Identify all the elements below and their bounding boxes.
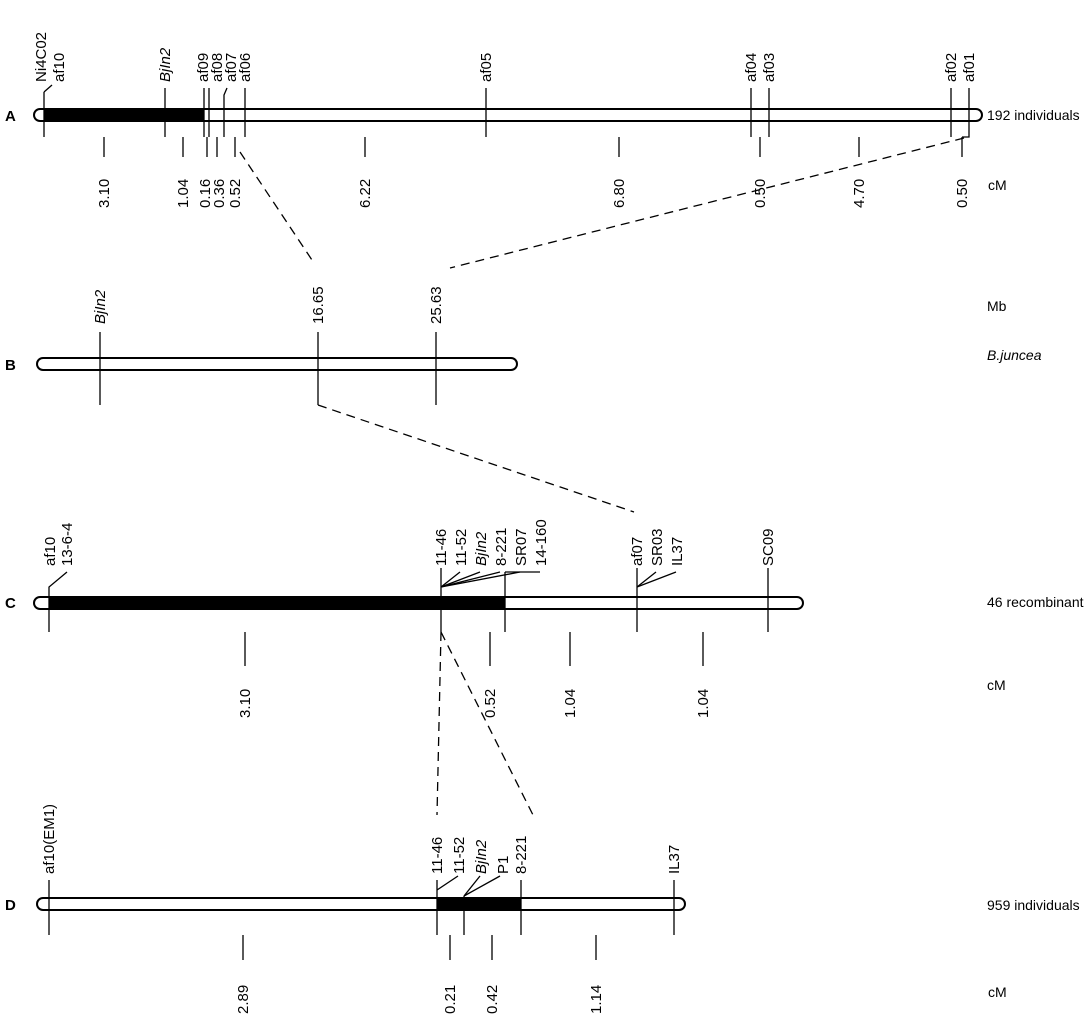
- distance-label: 6.22: [357, 179, 374, 208]
- marker-label: af06: [237, 53, 254, 82]
- marker-label: 14-160: [533, 519, 550, 566]
- marker-label: af07: [223, 53, 240, 82]
- panel-a-letter: A: [5, 108, 16, 125]
- marker-label: BjIn2: [92, 289, 109, 324]
- tick-af07: [223, 87, 228, 137]
- distance-label: 0.50: [954, 179, 971, 208]
- panel-d-letter: D: [5, 897, 16, 914]
- panel-d-distance-labels: 2.89 0.21 0.42 1.14: [235, 985, 605, 1014]
- position-label: 16.65: [310, 286, 327, 324]
- panel-d-population: 959 individuals: [987, 897, 1080, 913]
- panel-a-distance-ticks: [103, 137, 963, 157]
- marker-label: af01: [961, 53, 978, 82]
- marker-label: af09: [195, 53, 212, 82]
- marker-label: af07: [629, 537, 646, 566]
- leader-af10: [43, 84, 53, 93]
- marker-label: SR03: [649, 528, 666, 566]
- panel-a-marker-ticks: [43, 84, 970, 138]
- panel-c-distance-labels: 3.10 0.52 1.04 1.04: [237, 689, 712, 718]
- marker-label: af08: [209, 53, 226, 82]
- panel-b-unit: Mb: [987, 298, 1007, 314]
- marker-label: af03: [761, 53, 778, 82]
- distance-label: 2.89: [235, 985, 252, 1014]
- panel-c-unit: cM: [987, 677, 1006, 693]
- connector-a-b: [239, 137, 965, 269]
- panel-d-target-region: [437, 899, 521, 909]
- panel-b-species: B.juncea: [987, 347, 1042, 363]
- position-label: 25.63: [428, 286, 445, 324]
- marker-label: Ni4C02: [33, 32, 50, 82]
- panel-a-chromosome-bar: [33, 108, 983, 122]
- panel-c-distance-ticks: [244, 632, 704, 666]
- distance-label: 1.14: [588, 985, 605, 1014]
- connector-b-c: [317, 404, 635, 513]
- panel-d-chromosome-bar: [36, 897, 686, 911]
- distance-label: 0.21: [442, 985, 459, 1014]
- distance-label: 1.04: [562, 689, 579, 718]
- panel-b-letter: B: [5, 357, 16, 374]
- distance-label: 0.42: [484, 985, 501, 1014]
- marker-label: af10: [51, 53, 68, 82]
- panel-a-unit: cM: [988, 177, 1007, 193]
- panel-d-unit: cM: [988, 984, 1007, 1000]
- marker-label: 11-46: [429, 837, 446, 874]
- distance-label: 4.70: [851, 179, 868, 208]
- distance-label: 0.36: [211, 179, 228, 208]
- panel-d: D af10(EM1) 11-46 11-52 BjIn2 P1 8-221 I…: [5, 804, 1080, 1014]
- panel-c-letter: C: [5, 595, 16, 612]
- marker-label: SC09: [760, 528, 777, 566]
- panel-b-labels: BjIn2 16.65 25.63: [92, 286, 445, 324]
- marker-label: P1: [495, 856, 512, 874]
- panel-a-marker-labels: Ni4C02 af10 BjIn2 af09 af08 af07 af06 af…: [33, 32, 978, 82]
- panel-a: A Ni4C02 af10 BjIn2 af09 af08 af07 af06 …: [5, 32, 1080, 208]
- distance-label: 0.52: [227, 179, 244, 208]
- marker-label: 8-221: [513, 836, 530, 874]
- distance-label: 1.04: [695, 689, 712, 718]
- distance-label: 0.50: [752, 179, 769, 208]
- marker-label: 11-46: [433, 529, 450, 566]
- panel-c-population: 46 recombinants: [987, 594, 1084, 610]
- distance-label: 3.10: [96, 179, 113, 208]
- panel-a-target-region: [44, 110, 204, 120]
- marker-label: IL37: [666, 845, 683, 874]
- marker-label: 8-221: [493, 528, 510, 566]
- panel-d-distance-ticks: [242, 935, 597, 960]
- marker-label: SR07: [513, 528, 530, 566]
- marker-label: 11-52: [451, 837, 468, 874]
- connector-c-d: [436, 631, 534, 816]
- distance-label: 1.04: [175, 179, 192, 208]
- distance-label: 6.80: [611, 179, 628, 208]
- distance-label: 3.10: [237, 689, 254, 718]
- panel-a-population: 192 individuals: [987, 107, 1080, 123]
- panel-b: B BjIn2 16.65 25.63 Mb B.juncea: [5, 286, 1042, 405]
- marker-label: BjIn2: [473, 531, 490, 566]
- panel-b-chromosome-bar: [36, 357, 518, 371]
- marker-label: af05: [478, 53, 495, 82]
- panel-c-marker-labels: af10 13-6-4 11-46 11-52 BjIn2 8-221 SR07…: [42, 519, 777, 566]
- distance-label: 0.16: [197, 179, 214, 208]
- marker-label: 13-6-4: [59, 523, 76, 566]
- marker-label: af10: [42, 537, 59, 566]
- panel-d-marker-labels: af10(EM1) 11-46 11-52 BjIn2 P1 8-221 IL3…: [41, 804, 683, 874]
- marker-label: af02: [943, 53, 960, 82]
- tick-af01: [962, 88, 970, 138]
- distance-label: 0.52: [482, 689, 499, 718]
- panel-d-marker-ticks: [48, 875, 675, 935]
- marker-label: 11-52: [453, 529, 470, 566]
- panel-c-target-region: [49, 598, 505, 608]
- panel-c: C af10 13-6-4 11-46 11-52 BjIn2 8-221 SR…: [5, 519, 1084, 718]
- marker-label: af04: [743, 53, 760, 82]
- marker-label: BjIn2: [157, 47, 174, 82]
- marker-label: af10(EM1): [41, 804, 58, 874]
- panel-b-ticks: [99, 332, 437, 405]
- panel-a-distance-labels: 3.10 1.04 0.16 0.36 0.52 6.22 6.80 0.50 …: [96, 179, 971, 208]
- marker-label: BjIn2: [473, 839, 490, 874]
- panel-c-marker-ticks: [48, 568, 769, 632]
- marker-label: IL37: [669, 537, 686, 566]
